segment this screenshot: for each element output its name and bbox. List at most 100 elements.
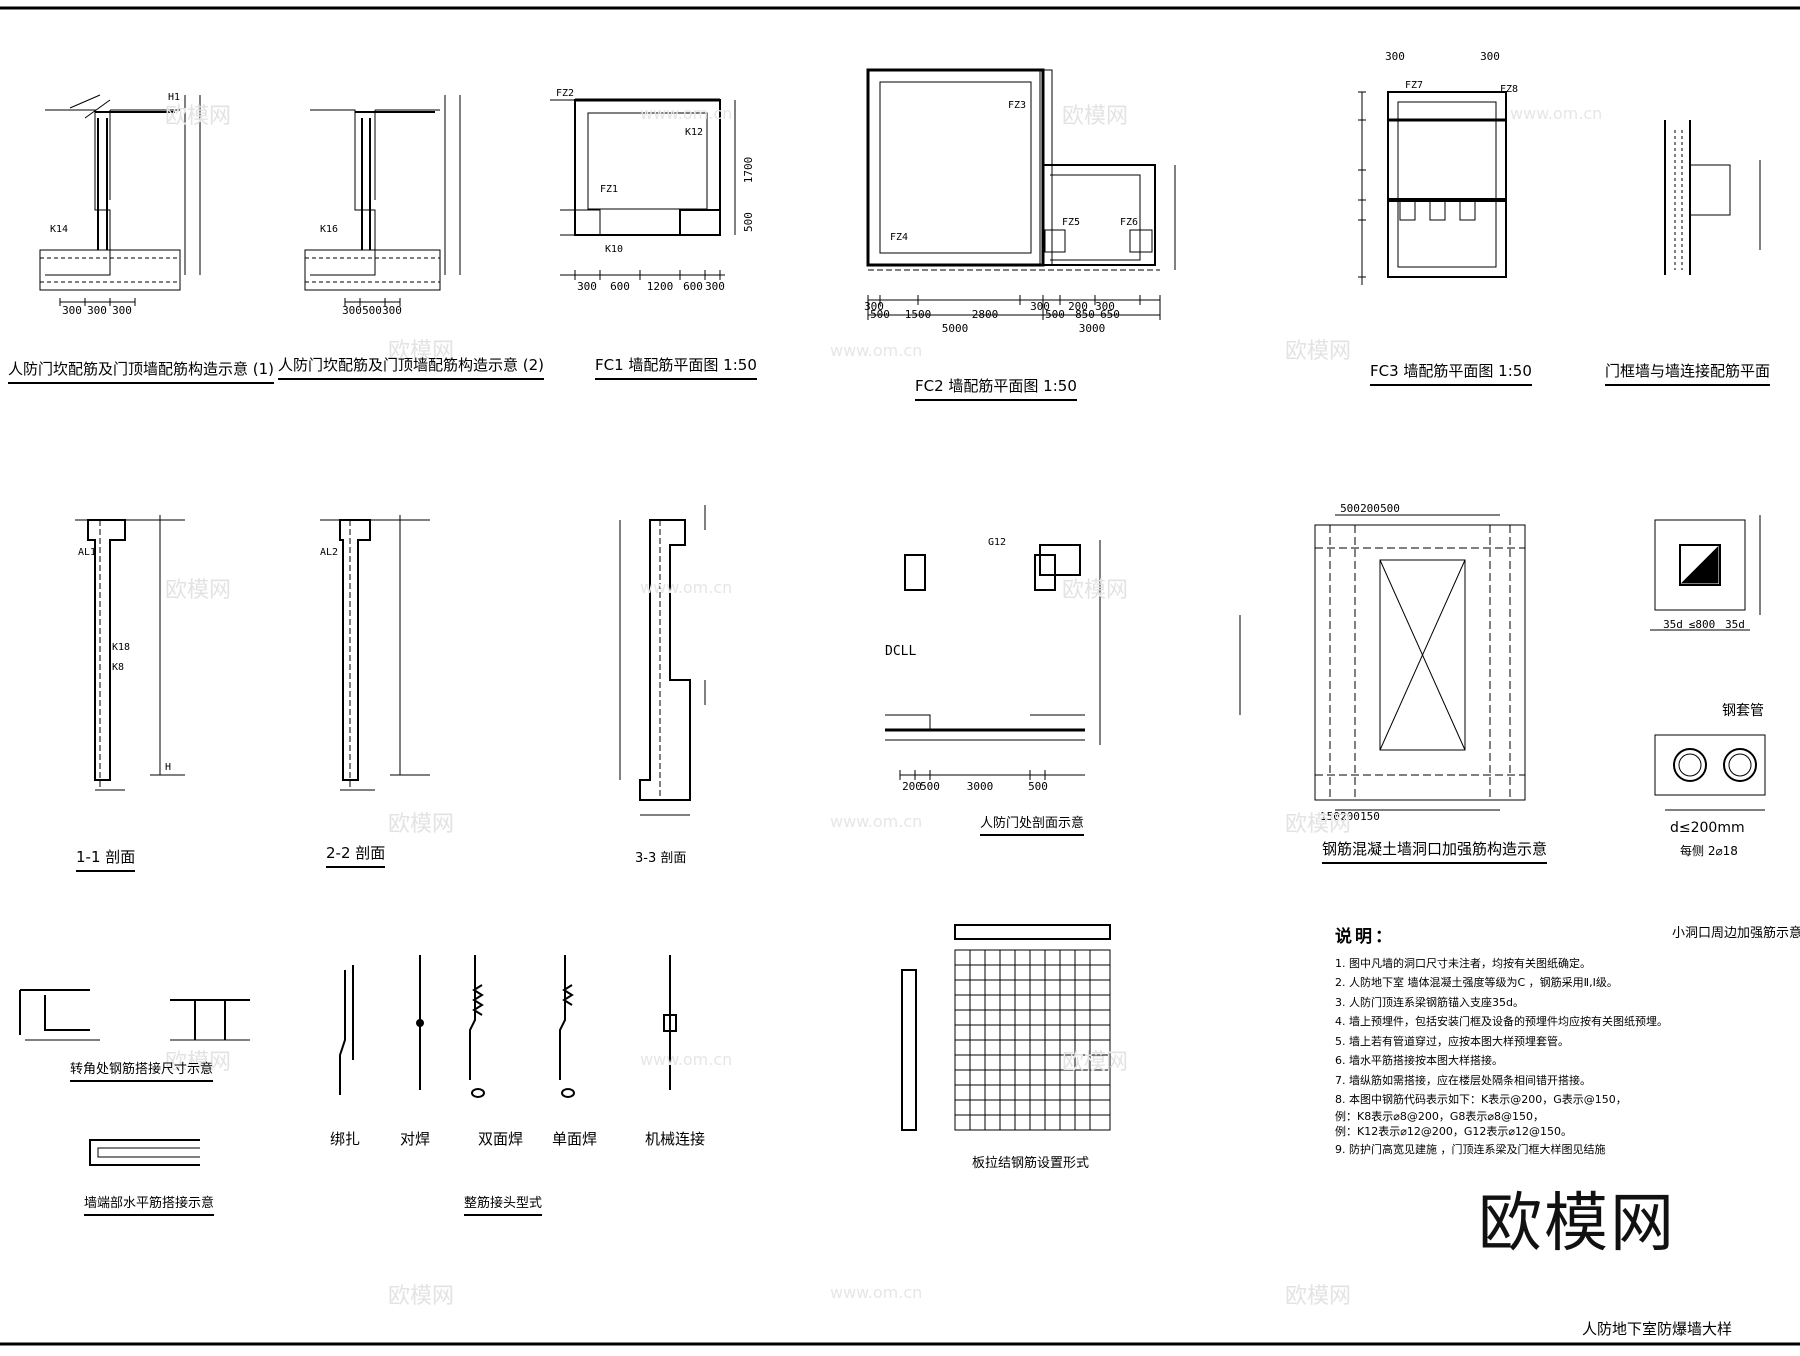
note-item: 例：K8表示⌀8@200，G8表示⌀8@150，	[1335, 1109, 1544, 1123]
dim-d1-2: 300	[87, 304, 107, 317]
tag-fz7: FZ7	[1405, 80, 1423, 91]
dim-fc2-4: 2800	[972, 308, 999, 321]
dim-d11-bot2: 200	[1340, 810, 1360, 823]
note-item: 3. 人防门顶连系梁钢筋锚入支座35d。	[1335, 995, 1524, 1009]
caption-detail-11: 钢筋混凝土墙洞口加强筋构造示意	[1322, 838, 1548, 864]
note-item: 9. 防护门高宽见建施 ，门顶连系梁及门框大样图见结施	[1335, 1142, 1606, 1156]
watermark-5: 欧模网	[165, 578, 232, 603]
detail-7-section-1-1	[75, 515, 185, 791]
watermark-3: 欧模网	[388, 339, 455, 364]
detail-5-fc3-plan	[1358, 91, 1507, 285]
dim-fc1-4: 600	[683, 280, 703, 293]
caption-detail-2: 人防门坎配筋及门顶墙配筋构造示意 (2)	[278, 354, 545, 380]
watermark-6: 欧模网	[1062, 578, 1129, 603]
dim-d2-1: 300	[342, 304, 362, 317]
dim-fc2-10: 300	[1095, 300, 1115, 313]
note-item: 6. 墙水平筋搭接按本图大样搭接。	[1335, 1054, 1503, 1067]
dim-d11-bot1: 150	[1320, 810, 1340, 823]
dim-fc1-side1: 1700	[742, 157, 755, 184]
joint-label-tie: 绑扎	[330, 1130, 361, 1148]
tag-fz4: FZ4	[890, 232, 908, 243]
dim-fc1-1: 300	[577, 280, 597, 293]
dim-d10-3: 3000	[967, 780, 994, 793]
dim-d12-3: 35d	[1725, 618, 1745, 631]
dim-fc1-side2: 500	[742, 212, 755, 232]
dim-d12-2: ≤800	[1689, 618, 1716, 631]
dim-d10-2: 500	[920, 780, 940, 793]
detail-6-wall-junction	[1664, 120, 1761, 275]
joint-label-double-weld: 双面焊	[478, 1130, 524, 1148]
dim-fc1-3: 1200	[647, 280, 674, 293]
dim-d2-2: 500	[362, 304, 382, 317]
watermark-url-1: www.om.cn	[640, 104, 733, 123]
watermark-8: 欧模网	[1285, 812, 1352, 837]
dim-fc2-total2: 3000	[1079, 322, 1106, 335]
tag-k16: K16	[320, 224, 338, 235]
tag-al2: AL2	[320, 547, 338, 558]
caption-detail-5: FC3 墙配筋平面图 1:50	[1370, 360, 1532, 386]
dim-fc3-top1: 300	[1385, 50, 1405, 63]
tag-k12: K12	[685, 127, 703, 138]
tag-k14: K14	[50, 224, 68, 235]
tag-k10: K10	[605, 244, 623, 255]
sheet-title: 人防地下室防爆墙大样	[1582, 1320, 1733, 1338]
dim-d1-3: 300	[112, 304, 132, 317]
note-item: 例：K12表示⌀12@200，G12表示⌀12@150。	[1335, 1124, 1572, 1138]
watermark-url-2: www.om.cn	[1510, 104, 1603, 123]
caption-detail-3: FC1 墙配筋平面图 1:50	[595, 354, 757, 380]
dim-fc2-6: 500	[1045, 308, 1065, 321]
watermark-2: 欧模网	[1062, 104, 1129, 129]
detail-4-fc2-plan	[866, 68, 1176, 320]
caption-detail-15: 整筋接头型式	[464, 1192, 543, 1216]
caption-detail-10: 人防门处剖面示意	[980, 812, 1085, 836]
detail-1-section	[39, 94, 201, 306]
caption-detail-6: 门框墙与墙连接配筋平面	[1605, 360, 1771, 386]
dim-d10-1: 200	[902, 780, 922, 793]
detail-2-section	[304, 95, 461, 306]
tag-fz3: FZ3	[1008, 100, 1026, 111]
watermark-url-3: www.om.cn	[830, 341, 923, 360]
detail-14-wall-end-lap	[89, 1139, 200, 1166]
tag-k8: K8	[112, 662, 124, 673]
watermark-7: 欧模网	[388, 812, 455, 837]
detail-16-tie-grid	[901, 924, 1111, 1131]
tag-fz2: FZ2	[556, 88, 574, 99]
watermark-url-5: www.om.cn	[830, 812, 923, 831]
watermark-10: 欧模网	[1062, 1050, 1129, 1075]
note-item: 4. 墙上预埋件，包括安装门框及设备的预埋件均应按有关图纸预埋。	[1335, 1015, 1668, 1028]
dim-d12-1: 35d	[1663, 618, 1683, 631]
dim-d11-top2: 200	[1360, 502, 1380, 515]
dim-d1-1: 300	[62, 304, 82, 317]
detail-8-section-2-2	[320, 515, 430, 791]
note-item: 1. 图中凡墙的洞口尺寸未注者，均按有关图纸确定。	[1335, 956, 1591, 970]
detail-11-opening-reinforcement	[1239, 514, 1526, 811]
opening-bars-label: 每侧 2⌀18	[1680, 844, 1738, 858]
watermark-12: 欧模网	[1285, 1284, 1352, 1309]
watermark-1: 欧模网	[165, 104, 232, 129]
dim-d10-4: 500	[1028, 780, 1048, 793]
sleeve-label: 钢套管	[1722, 703, 1764, 719]
caption-detail-16: 板拉结钢筋设置形式	[972, 1156, 1090, 1171]
detail-12-small-opening	[1650, 515, 1766, 811]
caption-detail-13: 转角处钢筋搭接尺寸示意	[70, 1058, 214, 1082]
dim-fc2-1: 300	[864, 300, 884, 313]
tag-fz1: FZ1	[600, 184, 618, 195]
detail-13-corner-lap	[19, 989, 250, 1041]
detail-9-section-3-3	[619, 505, 706, 816]
dim-d11-bot3: 150	[1360, 810, 1380, 823]
caption-detail-14: 墙端部水平筋搭接示意	[84, 1192, 215, 1216]
joint-label-butt-weld: 对焊	[400, 1130, 431, 1148]
dim-fc2-7: 200	[1068, 300, 1088, 313]
tag-g12: G12	[988, 537, 1006, 548]
dim-fc1-5: 300	[705, 280, 725, 293]
dim-d11-top3: 500	[1380, 502, 1400, 515]
watermark-url-6: www.om.cn	[640, 1050, 733, 1069]
brand-watermark: 欧模网	[1478, 1187, 1676, 1261]
notes-title: 说明：	[1335, 927, 1395, 947]
dim-fc2-5: 300	[1030, 300, 1050, 313]
caption-detail-4: FC2 墙配筋平面图 1:50	[915, 375, 1077, 401]
tag-fz8: FZ8	[1500, 84, 1518, 95]
detail-15-joints	[339, 955, 677, 1098]
caption-detail-1: 人防门坎配筋及门顶墙配筋构造示意 (1)	[8, 358, 275, 384]
